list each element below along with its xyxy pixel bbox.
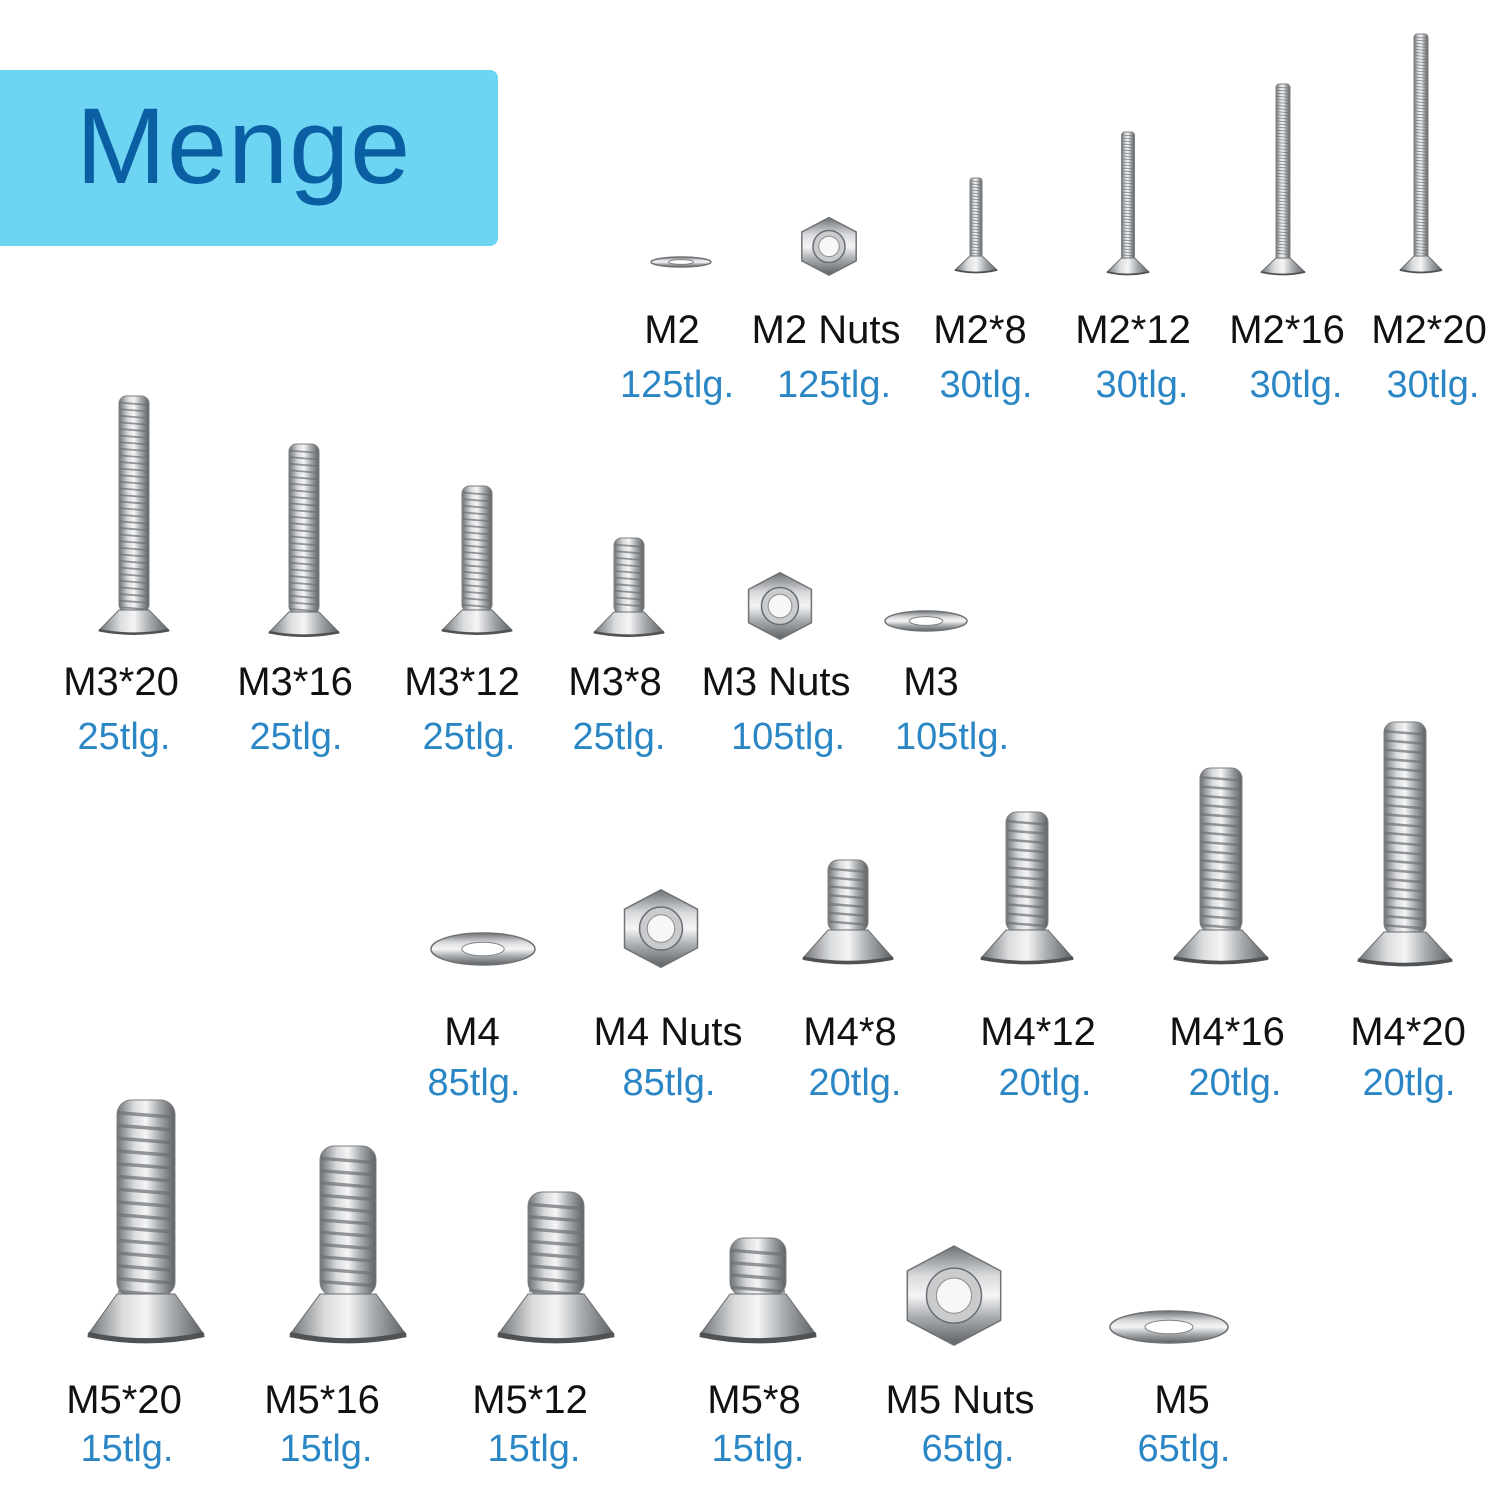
item-count: 85tlg. bbox=[427, 1062, 521, 1104]
washer-icon bbox=[430, 932, 536, 966]
screw-icon bbox=[267, 443, 341, 637]
screw-icon bbox=[87, 1099, 205, 1344]
screw-icon bbox=[1173, 767, 1269, 965]
washer-icon bbox=[1109, 1310, 1229, 1344]
item-count: 65tlg. bbox=[1137, 1428, 1231, 1470]
item-label: M4*8 bbox=[803, 1010, 897, 1054]
screw-icon bbox=[1357, 721, 1453, 967]
screw-icon bbox=[1105, 131, 1151, 276]
hex-nut-icon bbox=[906, 1245, 1002, 1346]
item-count: 20tlg. bbox=[808, 1062, 902, 1104]
item-count: 15tlg. bbox=[711, 1428, 805, 1470]
item-count: 30tlg. bbox=[1249, 364, 1343, 406]
item-label: M4 bbox=[444, 1010, 500, 1054]
item-count: 125tlg. bbox=[619, 364, 735, 406]
item-label: M3*8 bbox=[568, 660, 662, 704]
item-label: M3 Nuts bbox=[701, 660, 851, 704]
item-count: 15tlg. bbox=[487, 1428, 581, 1470]
hex-nut-icon bbox=[623, 888, 699, 969]
item-label: M4 Nuts bbox=[593, 1010, 743, 1054]
item-label: M2*16 bbox=[1229, 308, 1345, 352]
item-label: M3*12 bbox=[404, 660, 520, 704]
item-label: M2*20 bbox=[1371, 308, 1487, 352]
washer-icon bbox=[650, 256, 712, 268]
item-label: M2*12 bbox=[1075, 308, 1191, 352]
item-label: M3 bbox=[903, 660, 959, 704]
screw-icon bbox=[1259, 83, 1307, 276]
item-label: M5 Nuts bbox=[885, 1378, 1035, 1422]
screw-icon bbox=[97, 395, 171, 635]
hex-nut-icon bbox=[801, 216, 857, 277]
screw-icon bbox=[440, 485, 514, 635]
washer-icon bbox=[884, 610, 968, 632]
page-title: Menge bbox=[76, 85, 412, 206]
item-count: 25tlg. bbox=[249, 716, 343, 758]
item-label: M4*16 bbox=[1169, 1010, 1285, 1054]
item-label: M2*8 bbox=[933, 308, 1027, 352]
screw-icon bbox=[980, 811, 1074, 965]
item-count: 20tlg. bbox=[1188, 1062, 1282, 1104]
screw-icon bbox=[953, 177, 999, 274]
screw-icon bbox=[497, 1191, 615, 1344]
item-label: M5 bbox=[1154, 1378, 1210, 1422]
hex-nut-icon bbox=[747, 571, 813, 641]
item-count: 85tlg. bbox=[622, 1062, 716, 1104]
item-count: 25tlg. bbox=[77, 716, 171, 758]
screw-icon bbox=[592, 537, 666, 637]
item-count: 105tlg. bbox=[730, 716, 846, 758]
item-count: 105tlg. bbox=[894, 716, 1010, 758]
item-count: 20tlg. bbox=[998, 1062, 1092, 1104]
screw-icon bbox=[1399, 33, 1443, 274]
screw-icon bbox=[802, 859, 894, 965]
item-count: 25tlg. bbox=[572, 716, 666, 758]
item-count: 65tlg. bbox=[921, 1428, 1015, 1470]
item-label: M5*16 bbox=[264, 1378, 380, 1422]
item-label: M3*16 bbox=[237, 660, 353, 704]
title-banner bbox=[0, 70, 498, 246]
screw-icon bbox=[699, 1237, 817, 1344]
item-count: 15tlg. bbox=[80, 1428, 174, 1470]
item-count: 125tlg. bbox=[776, 364, 892, 406]
item-count: 15tlg. bbox=[279, 1428, 373, 1470]
item-count: 25tlg. bbox=[422, 716, 516, 758]
item-label: M5*8 bbox=[707, 1378, 801, 1422]
item-label: M5*12 bbox=[472, 1378, 588, 1422]
item-count: 30tlg. bbox=[939, 364, 1033, 406]
item-count: 30tlg. bbox=[1095, 364, 1189, 406]
item-count: 30tlg. bbox=[1386, 364, 1480, 406]
item-label: M5*20 bbox=[66, 1378, 182, 1422]
item-label: M4*20 bbox=[1350, 1010, 1466, 1054]
item-label: M2 Nuts bbox=[751, 308, 901, 352]
item-label: M3*20 bbox=[63, 660, 179, 704]
item-count: 20tlg. bbox=[1362, 1062, 1456, 1104]
item-label: M2 bbox=[644, 308, 700, 352]
screw-icon bbox=[289, 1145, 407, 1344]
item-label: M4*12 bbox=[980, 1010, 1096, 1054]
